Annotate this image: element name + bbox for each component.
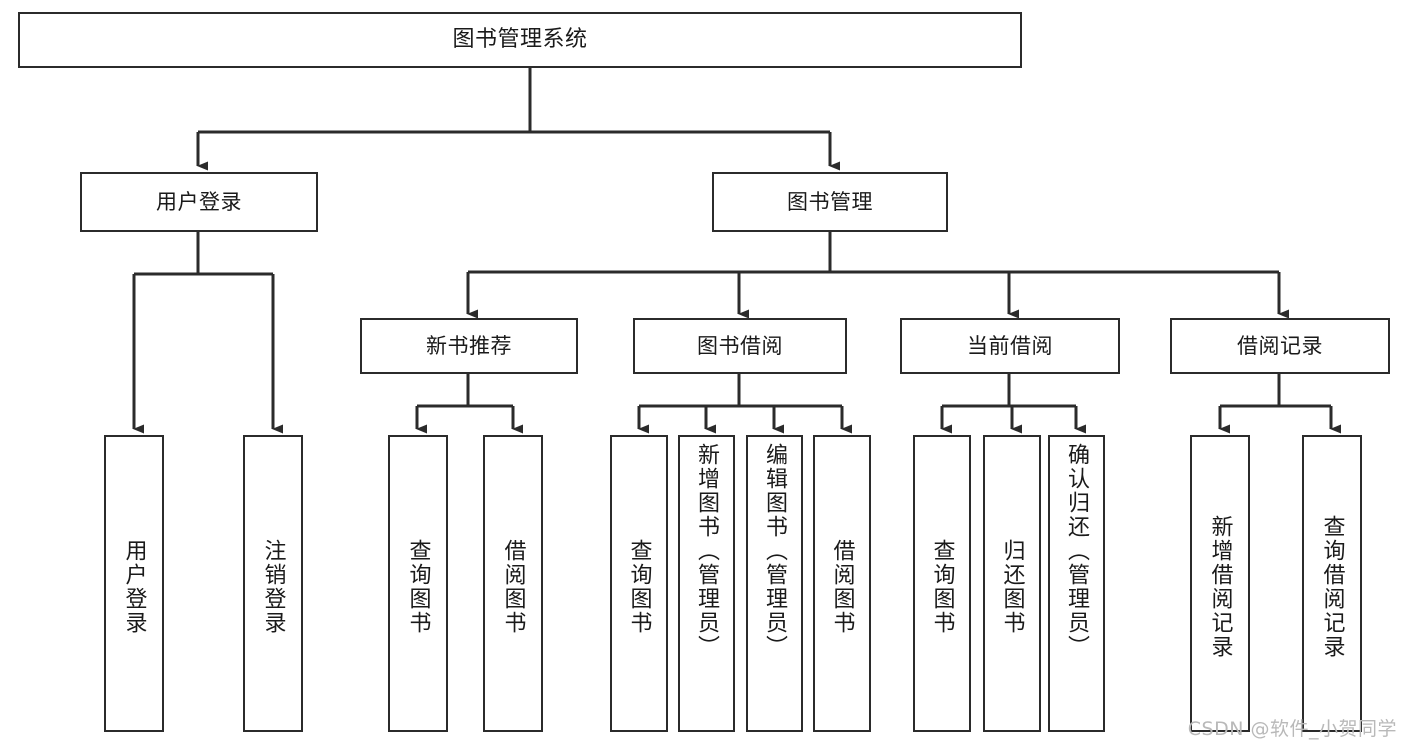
node-leaf-confirm-return-admin-label: 确认归还（管理员） <box>1064 443 1090 659</box>
node-leaf-return-book-label: 归还图书 <box>999 538 1025 635</box>
node-current-borrow-label: 当前借阅 <box>967 333 1053 358</box>
node-borrow-record-label: 借阅记录 <box>1237 333 1323 358</box>
node-leaf-user-login-label: 用户登录 <box>121 538 147 635</box>
node-leaf-query-book-1[interactable]: 查询图书 <box>388 435 448 732</box>
node-leaf-query-book-1-label: 查询图书 <box>405 538 431 635</box>
node-user-login[interactable]: 用户登录 <box>80 172 318 232</box>
node-current-borrow[interactable]: 当前借阅 <box>900 318 1120 374</box>
node-book-borrow[interactable]: 图书借阅 <box>633 318 847 374</box>
node-leaf-logout-login-label: 注销登录 <box>260 538 286 635</box>
node-leaf-logout-login[interactable]: 注销登录 <box>243 435 303 732</box>
node-book-management-label: 图书管理 <box>787 189 873 214</box>
node-leaf-query-book-2-label: 查询图书 <box>626 538 652 635</box>
node-leaf-borrow-book-2[interactable]: 借阅图书 <box>813 435 871 732</box>
node-leaf-add-book-admin[interactable]: 新增图书（管理员） <box>678 435 735 732</box>
node-leaf-add-borrow-record-label: 新增借阅记录 <box>1207 514 1233 659</box>
node-leaf-add-borrow-record[interactable]: 新增借阅记录 <box>1190 435 1250 732</box>
node-leaf-confirm-return-admin[interactable]: 确认归还（管理员） <box>1048 435 1105 732</box>
node-leaf-query-book-3-label: 查询图书 <box>929 538 955 635</box>
node-book-management[interactable]: 图书管理 <box>712 172 948 232</box>
node-new-book-recommend[interactable]: 新书推荐 <box>360 318 578 374</box>
node-leaf-user-login[interactable]: 用户登录 <box>104 435 164 732</box>
node-leaf-return-book[interactable]: 归还图书 <box>983 435 1041 732</box>
node-user-login-label: 用户登录 <box>156 189 242 214</box>
node-leaf-query-borrow-record[interactable]: 查询借阅记录 <box>1302 435 1362 732</box>
node-new-book-recommend-label: 新书推荐 <box>426 333 512 358</box>
node-leaf-add-book-admin-label: 新增图书（管理员） <box>694 443 720 659</box>
node-leaf-edit-book-admin[interactable]: 编辑图书（管理员） <box>746 435 803 732</box>
node-leaf-edit-book-admin-label: 编辑图书（管理员） <box>762 443 788 659</box>
node-leaf-borrow-book-1-label: 借阅图书 <box>500 538 526 635</box>
node-book-borrow-label: 图书借阅 <box>697 333 783 358</box>
node-borrow-record[interactable]: 借阅记录 <box>1170 318 1390 374</box>
node-root-label: 图书管理系统 <box>452 27 588 53</box>
node-leaf-query-book-2[interactable]: 查询图书 <box>610 435 668 732</box>
node-leaf-borrow-book-1[interactable]: 借阅图书 <box>483 435 543 732</box>
node-leaf-query-book-3[interactable]: 查询图书 <box>913 435 971 732</box>
node-leaf-query-borrow-record-label: 查询借阅记录 <box>1319 514 1345 659</box>
node-root-book-management-system[interactable]: 图书管理系统 <box>18 12 1022 68</box>
node-leaf-borrow-book-2-label: 借阅图书 <box>829 538 855 635</box>
